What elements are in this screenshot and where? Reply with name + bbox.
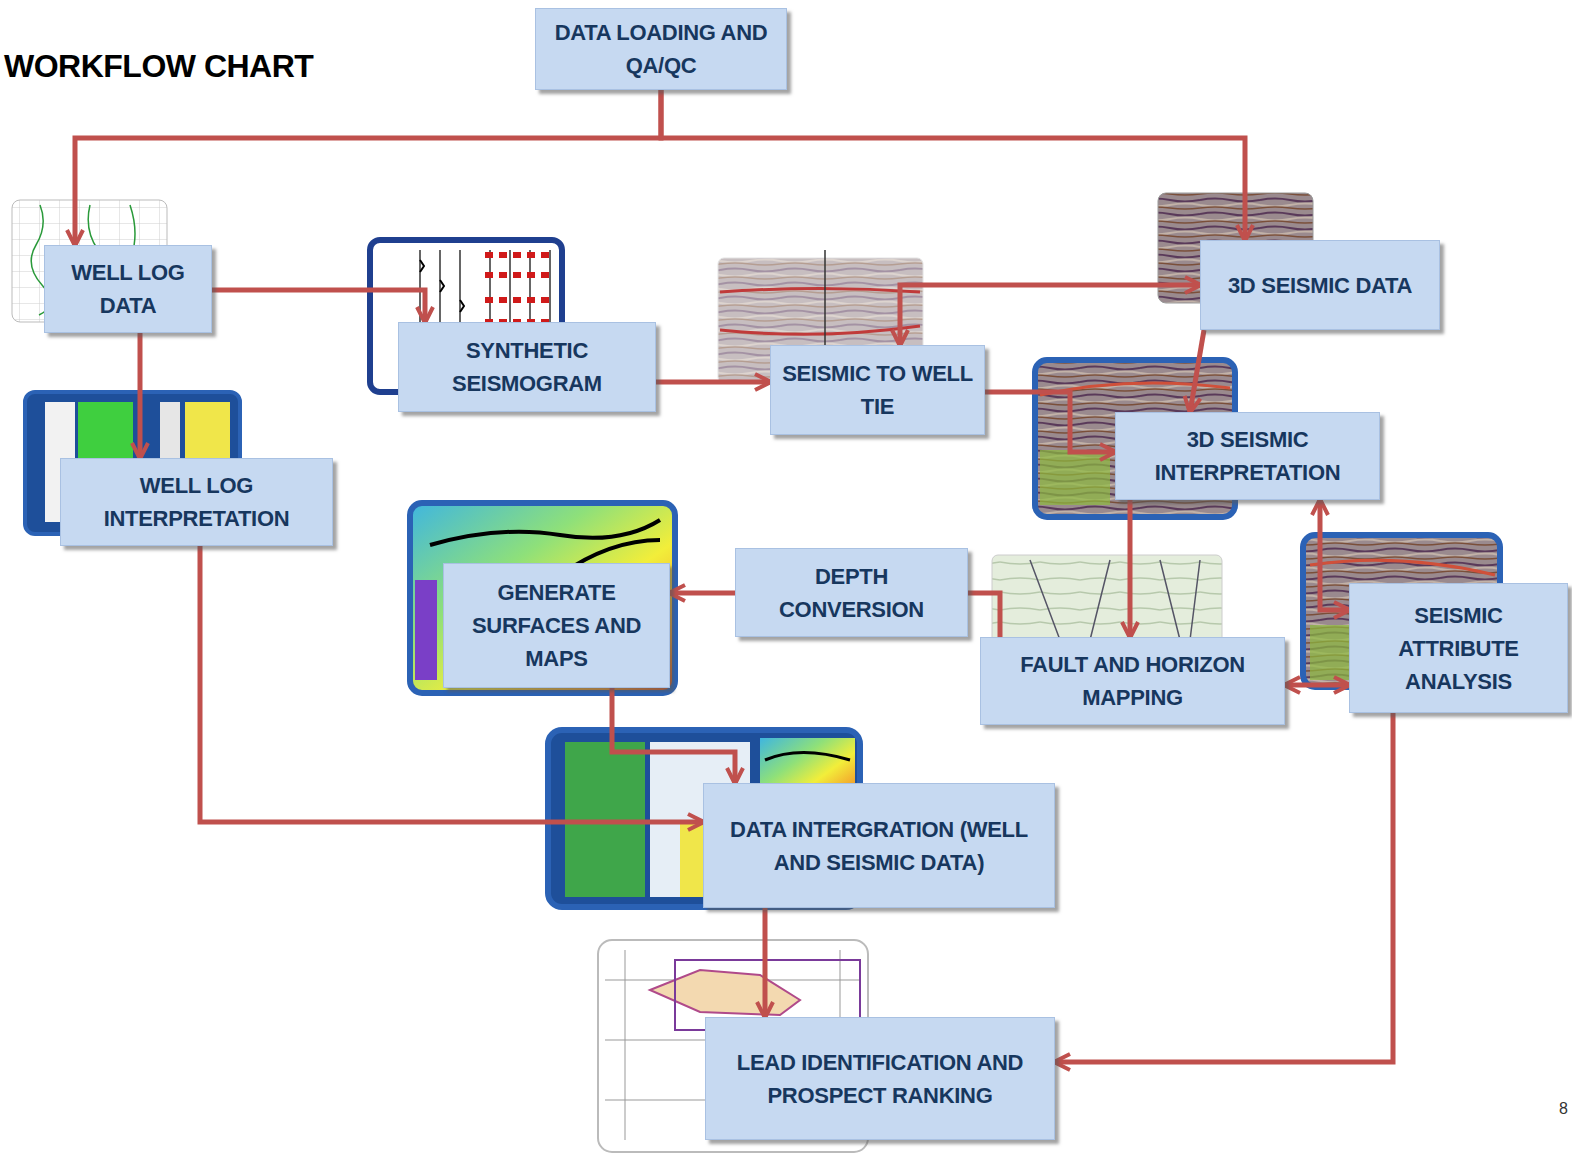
box-label: DATA LOADING AND QA/QC — [544, 16, 778, 82]
box-label: SEISMIC ATTRIBUTE ANALYSIS — [1358, 599, 1559, 698]
process-box: LEAD IDENTIFICATION AND PROSPECT RANKING — [705, 1017, 1055, 1140]
process-box: FAULT AND HORIZON MAPPING — [980, 637, 1285, 725]
process-box: SEISMIC TO WELL TIE — [770, 345, 985, 435]
flow-arrow — [75, 90, 661, 245]
box-label: SEISMIC TO WELL TIE — [779, 357, 976, 423]
flow-arrow — [1320, 500, 1349, 610]
flow-arrow — [900, 285, 1200, 345]
flow-arrow — [138, 333, 143, 458]
page-number: 8 — [1559, 1100, 1568, 1118]
flow-arrow — [661, 90, 1245, 240]
flow-arrow — [656, 380, 770, 385]
process-box: WELL LOG INTERPRETATION — [60, 458, 333, 546]
process-box: DATA INTERGRATION (WELL AND SEISMIC DATA… — [703, 783, 1055, 908]
flow-arrow — [968, 593, 1000, 637]
flow-arrow — [1128, 500, 1133, 637]
process-box: DATA LOADING AND QA/QC — [535, 8, 787, 90]
box-label: WELL LOG INTERPRETATION — [69, 469, 324, 535]
box-label: LEAD IDENTIFICATION AND PROSPECT RANKING — [714, 1046, 1046, 1112]
process-box: 3D SEISMIC DATA — [1200, 240, 1440, 330]
flow-arrow — [200, 546, 703, 822]
process-box: SYNTHETIC SEISMOGRAM — [398, 322, 656, 412]
process-box: WELL LOG DATA — [44, 245, 212, 333]
flow-arrow — [1190, 330, 1204, 412]
box-label: WELL LOG DATA — [53, 256, 203, 322]
process-box: 3D SEISMIC INTERPRETATION — [1115, 412, 1380, 500]
process-box: SEISMIC ATTRIBUTE ANALYSIS — [1349, 583, 1568, 713]
flow-arrow — [670, 591, 735, 596]
box-label: DEPTH CONVERSION — [744, 560, 959, 626]
box-label: FAULT AND HORIZON MAPPING — [989, 648, 1276, 714]
box-label: 3D SEISMIC INTERPRETATION — [1124, 423, 1371, 489]
flow-arrow — [1285, 683, 1349, 688]
flow-arrow — [1055, 713, 1393, 1062]
box-label: SYNTHETIC SEISMOGRAM — [407, 334, 647, 400]
process-box: GENERATE SURFACES AND MAPS — [443, 563, 670, 688]
flow-arrow — [612, 688, 735, 783]
flow-arrow — [212, 290, 425, 322]
process-box: DEPTH CONVERSION — [735, 548, 968, 637]
box-label: 3D SEISMIC DATA — [1228, 269, 1412, 302]
flow-arrow — [985, 392, 1115, 452]
box-label: GENERATE SURFACES AND MAPS — [452, 576, 661, 675]
chart-title: WORKFLOW CHART — [4, 48, 313, 85]
flow-arrow — [763, 908, 768, 1017]
box-label: DATA INTERGRATION (WELL AND SEISMIC DATA… — [712, 813, 1046, 879]
